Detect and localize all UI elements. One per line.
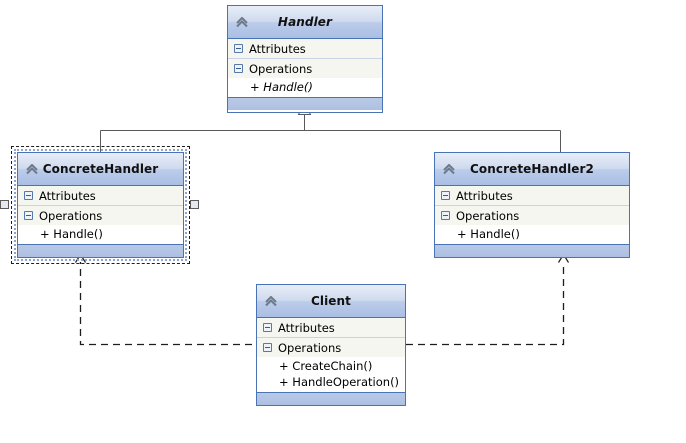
class-header-concretehandler2: ConcreteHandler2 xyxy=(435,153,629,186)
class-footer-concretehandler xyxy=(18,244,183,257)
operations-label: Operations xyxy=(249,61,313,76)
class-header-concretehandler: ConcreteHandler xyxy=(18,153,183,186)
class-footer-handler xyxy=(228,97,382,110)
class-box-handler[interactable]: Handler Attributes Operations + Handle() xyxy=(227,5,383,113)
chevron-double-up-icon[interactable] xyxy=(234,14,250,30)
collapse-minus-icon[interactable] xyxy=(263,343,272,352)
chevron-double-up-icon[interactable] xyxy=(24,161,40,177)
operations-compartment-concretehandler: Operations + Handle() xyxy=(18,206,183,244)
operations-header-handler[interactable]: Operations xyxy=(228,59,382,78)
class-name-handler: Handler xyxy=(277,15,333,29)
operations-list-client: + CreateChain() + HandleOperation() xyxy=(257,357,405,392)
class-box-client[interactable]: Client Attributes Operations + CreateCha… xyxy=(256,284,406,406)
class-box-concretehandler2[interactable]: ConcreteHandler2 Attributes Operations +… xyxy=(434,152,630,258)
class-name-client: Client xyxy=(310,294,352,308)
chevron-double-up-icon[interactable] xyxy=(263,293,279,309)
resize-handle-left[interactable] xyxy=(0,200,9,209)
class-header-handler: Handler xyxy=(228,6,382,39)
operations-label: Operations xyxy=(456,208,520,223)
attributes-header-handler[interactable]: Attributes xyxy=(228,39,382,58)
operation-item[interactable]: + CreateChain() xyxy=(279,359,373,373)
class-name-concretehandler: ConcreteHandler xyxy=(42,162,159,176)
operations-list-concretehandler: + Handle() xyxy=(18,225,183,244)
operations-compartment-client: Operations + CreateChain() + HandleOpera… xyxy=(257,338,405,392)
collapse-minus-icon[interactable] xyxy=(234,64,243,73)
resize-handle-right[interactable] xyxy=(190,200,199,209)
attributes-label: Attributes xyxy=(39,188,96,203)
collapse-minus-icon[interactable] xyxy=(24,191,33,200)
class-footer-concretehandler2 xyxy=(435,244,629,257)
operations-list-concretehandler2: + Handle() xyxy=(435,225,629,244)
operations-header-client[interactable]: Operations xyxy=(257,338,405,357)
attributes-label: Attributes xyxy=(249,41,306,56)
attributes-compartment-concretehandler: Attributes xyxy=(18,186,183,206)
attributes-compartment-client: Attributes xyxy=(257,318,405,338)
attributes-header-concretehandler2[interactable]: Attributes xyxy=(435,186,629,205)
chevron-double-up-icon[interactable] xyxy=(441,161,457,177)
operations-header-concretehandler2[interactable]: Operations xyxy=(435,206,629,225)
attributes-compartment-handler: Attributes xyxy=(228,39,382,59)
operations-list-handler: + Handle() xyxy=(228,78,382,97)
collapse-minus-icon[interactable] xyxy=(441,191,450,200)
attributes-header-concretehandler[interactable]: Attributes xyxy=(18,186,183,205)
operations-label: Operations xyxy=(278,340,342,355)
collapse-minus-icon[interactable] xyxy=(24,211,33,220)
operation-item[interactable]: + Handle() xyxy=(40,227,103,241)
operations-header-concretehandler[interactable]: Operations xyxy=(18,206,183,225)
collapse-minus-icon[interactable] xyxy=(441,211,450,220)
class-name-concretehandler2: ConcreteHandler2 xyxy=(469,162,595,176)
collapse-minus-icon[interactable] xyxy=(234,44,243,53)
operation-item[interactable]: + HandleOperation() xyxy=(279,375,400,389)
operations-label: Operations xyxy=(39,208,103,223)
class-box-concretehandler[interactable]: ConcreteHandler Attributes Operations + … xyxy=(17,152,184,258)
operations-compartment-concretehandler2: Operations + Handle() xyxy=(435,206,629,244)
collapse-minus-icon[interactable] xyxy=(263,323,272,332)
operations-compartment-handler: Operations + Handle() xyxy=(228,59,382,97)
attributes-label: Attributes xyxy=(456,188,513,203)
class-header-client: Client xyxy=(257,285,405,318)
attributes-compartment-concretehandler2: Attributes xyxy=(435,186,629,206)
operation-item[interactable]: + Handle() xyxy=(250,80,313,94)
operation-item[interactable]: + Handle() xyxy=(457,227,520,241)
class-footer-client xyxy=(257,392,405,405)
attributes-header-client[interactable]: Attributes xyxy=(257,318,405,337)
attributes-label: Attributes xyxy=(278,320,335,335)
